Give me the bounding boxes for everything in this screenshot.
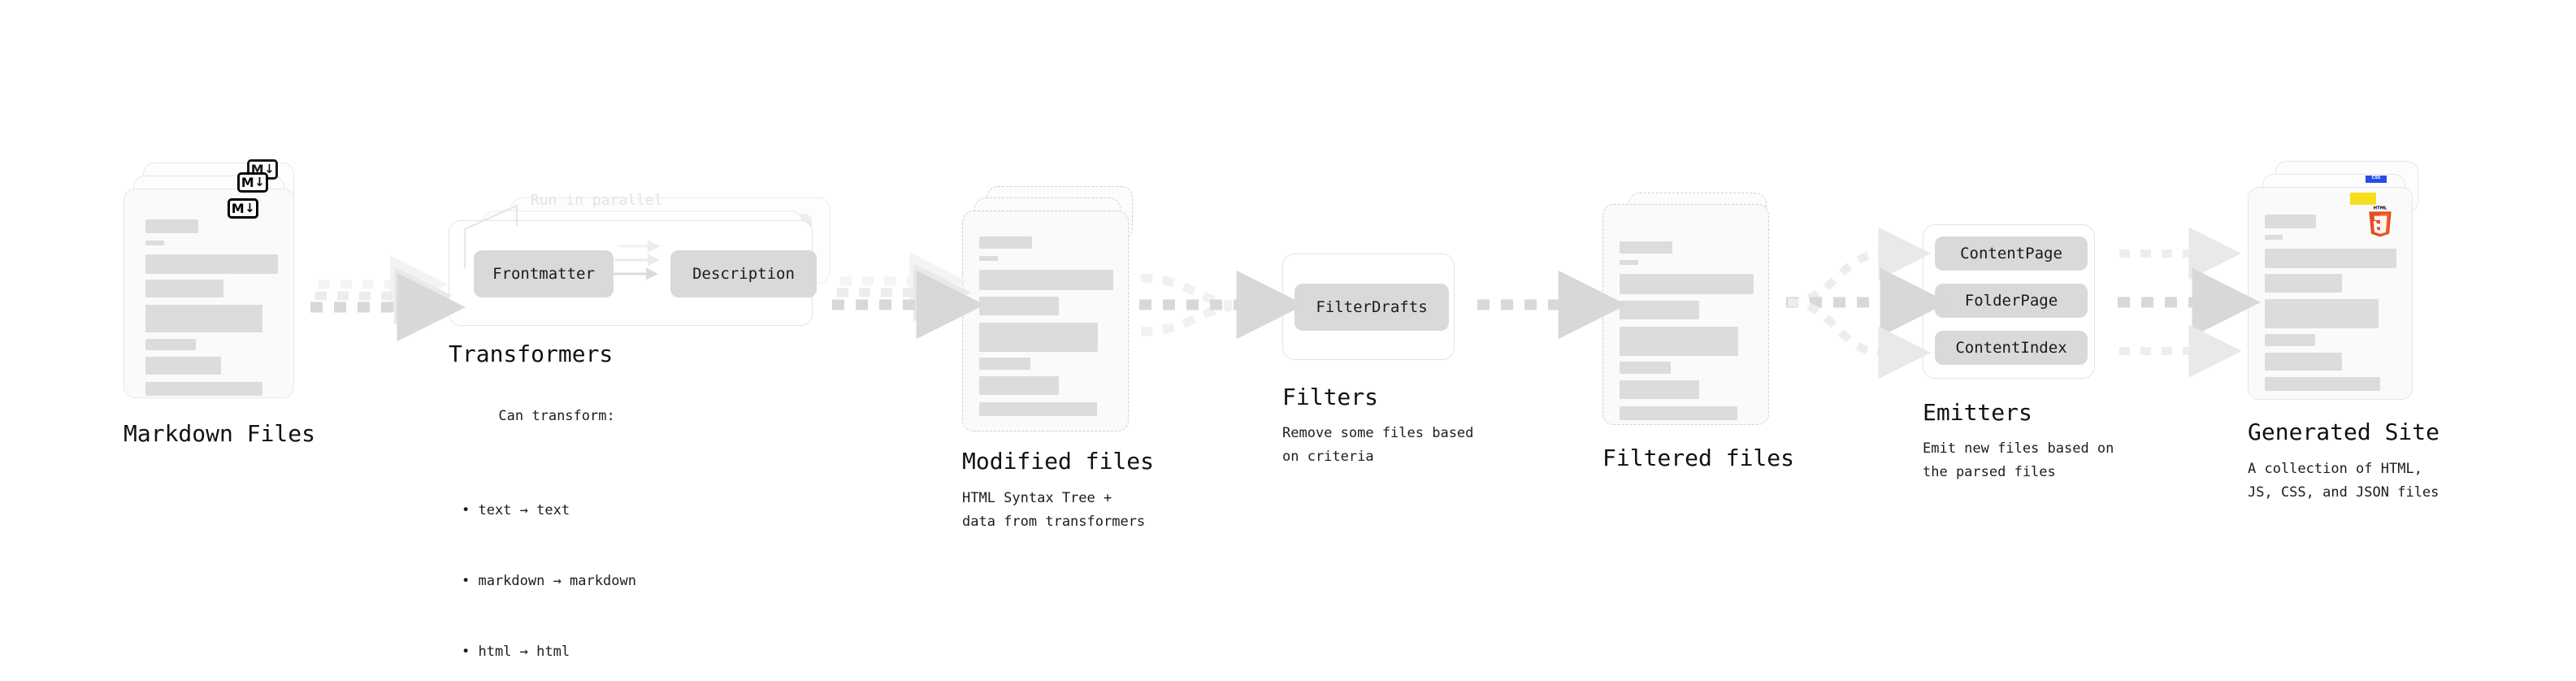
skeleton-line <box>145 357 221 375</box>
transform-bullet-list: • text → text • markdown → markdown • ht… <box>449 452 636 681</box>
badge-letter: M <box>241 174 254 190</box>
skeleton-line <box>2265 377 2380 391</box>
skeleton-line <box>979 297 1059 315</box>
connector-modified-to-filters <box>1139 270 1306 340</box>
skeleton-line <box>1620 274 1754 294</box>
connector-emitters-to-site <box>2118 227 2262 378</box>
skeleton-line <box>145 254 278 274</box>
modified-file-stack <box>962 186 1133 432</box>
js-badge <box>2350 193 2376 205</box>
filters-card: FilterDrafts <box>1282 254 1455 360</box>
skeleton-line <box>1620 406 1737 420</box>
markdown-badge: M↓ <box>228 198 258 219</box>
transformer-pill-frontmatter[interactable]: Frontmatter <box>474 250 614 297</box>
stage-title-filtered-files: Filtered files <box>1602 445 1795 471</box>
skeleton-line <box>2265 299 2379 328</box>
stage-emitters: ContentPage FolderPage ContentIndex Emit… <box>1923 224 2114 480</box>
stage-title-generated-site: Generated Site <box>2248 419 2440 445</box>
badge-letter: M <box>231 200 245 216</box>
stage-title-modified-files: Modified files <box>962 448 1155 475</box>
skeleton-line <box>145 305 262 332</box>
stage-title-emitters: Emitters <box>1923 399 2032 426</box>
stage-desc-emitters: Emit new files based on the parsed files <box>1923 440 2114 480</box>
stage-title-filters: Filters <box>1282 384 1379 410</box>
stage-desc-transformers: Can transform: • text → text • markdown … <box>449 381 636 681</box>
filter-pill-filterdrafts[interactable]: FilterDrafts <box>1295 284 1449 331</box>
skeleton-line <box>1620 362 1671 374</box>
skeleton-line <box>979 270 1113 290</box>
html5-badge: HTML <box>2366 206 2394 238</box>
transform-bullet: • html → html <box>462 644 570 660</box>
connector-filtered-to-emitters <box>1786 227 1949 380</box>
skeleton-line <box>1620 301 1699 319</box>
css-badge-label: CSS <box>2371 176 2381 180</box>
file-sheet-front <box>962 210 1129 432</box>
skeleton-line <box>1620 260 1638 265</box>
skeleton-line <box>979 376 1059 395</box>
skeleton-line <box>2265 215 2316 228</box>
emitters-card: ContentPage FolderPage ContentIndex <box>1923 224 2095 379</box>
run-in-parallel-label: Run in parallel <box>531 192 663 209</box>
stage-desc-filters: Remove some files based on criteria <box>1282 425 1474 465</box>
emitter-pill-contentindex[interactable]: ContentIndex <box>1935 331 2088 365</box>
skeleton-line <box>145 241 164 245</box>
file-sheet-front <box>1602 204 1769 425</box>
stage-markdown-files: M↓ M↓ M↓ Markdown Files <box>124 159 315 447</box>
generated-site-stack: CSS HTML <box>2248 161 2418 401</box>
skeleton-line <box>145 339 196 350</box>
transformer-pill-description[interactable]: Description <box>670 250 817 297</box>
skeleton-line <box>2265 353 2342 371</box>
skeleton-line <box>145 280 223 297</box>
skeleton-line <box>145 219 198 233</box>
stage-desc-generated-site: A collection of HTML, JS, CSS, and JSON … <box>2248 461 2439 501</box>
skeleton-line <box>979 256 998 261</box>
stage-title-transformers: Transformers <box>449 340 614 367</box>
skeleton-line <box>979 323 1098 352</box>
skeleton-line <box>2265 249 2396 268</box>
stage-generated-site: CSS HTML Generated Site A collection of … <box>2248 161 2439 501</box>
stage-filters: FilterDrafts Filters Remove some files b… <box>1282 254 1473 465</box>
emitter-pill-folderpage[interactable]: FolderPage <box>1935 284 2088 318</box>
stage-title-markdown-files: Markdown Files <box>124 420 316 447</box>
connector-markdown-to-transformers <box>310 255 466 342</box>
skeleton-line <box>2265 334 2315 346</box>
stage-modified-files: Modified files HTML Syntax Tree + data f… <box>962 186 1154 530</box>
emitter-pill-contentpage[interactable]: ContentPage <box>1935 236 2088 271</box>
file-sheet-front <box>124 189 294 398</box>
skeleton-line <box>145 382 262 396</box>
markdown-badge-back-1: M↓ <box>237 172 268 193</box>
stage-filtered-files: Filtered files <box>1602 193 1794 471</box>
skeleton-line <box>1620 380 1699 399</box>
skeleton-line <box>979 358 1030 370</box>
markdown-file-stack: M↓ M↓ M↓ <box>124 159 294 398</box>
skeleton-line <box>979 402 1097 416</box>
connector-transformers-to-modified <box>832 252 986 340</box>
transform-intro: Can transform: <box>498 408 615 424</box>
stage-desc-modified-files: HTML Syntax Tree + data from transformer… <box>962 490 1146 530</box>
skeleton-line <box>2265 274 2342 293</box>
badge-arrow: ↓ <box>254 175 265 189</box>
filtered-file-stack <box>1602 193 1769 428</box>
svg-text:HTML: HTML <box>2374 206 2387 211</box>
skeleton-line <box>2265 235 2283 240</box>
transformer-card-front: Frontmatter Description <box>449 220 817 326</box>
transform-bullet: • markdown → markdown <box>462 573 636 589</box>
file-sheet-front <box>2248 187 2413 400</box>
skeleton-line <box>1620 241 1672 254</box>
skeleton-line <box>1620 327 1738 356</box>
skeleton-line <box>979 236 1032 249</box>
css-badge: CSS <box>2366 176 2387 183</box>
transform-bullet: • text → text <box>462 502 570 518</box>
stage-transformers: Frontmatter Description Transformers Can… <box>449 192 830 660</box>
transformer-stack: Frontmatter Description <box>449 197 830 336</box>
badge-arrow: ↓ <box>264 162 275 176</box>
badge-arrow: ↓ <box>245 201 255 215</box>
